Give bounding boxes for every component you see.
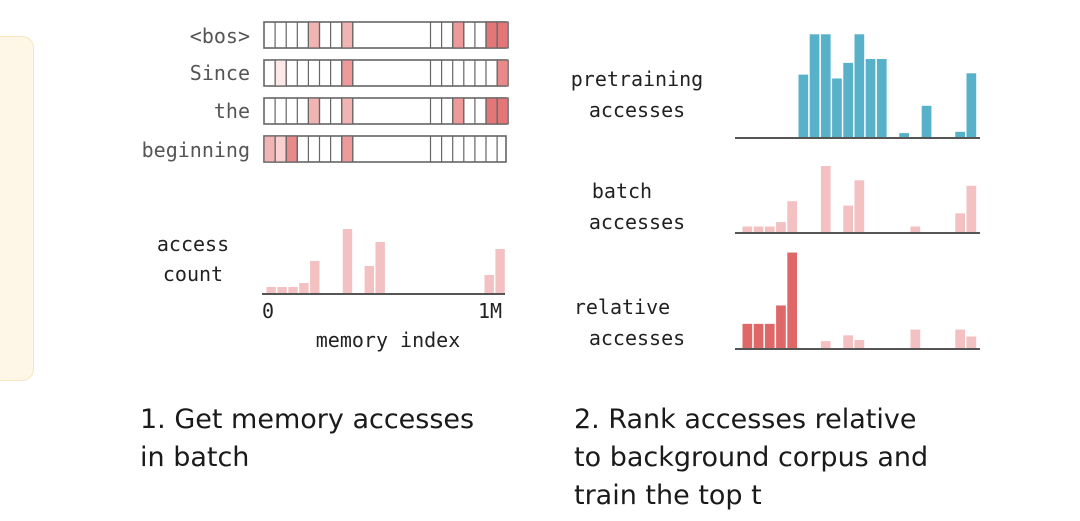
memory-row (263, 21, 509, 49)
bar (955, 213, 965, 232)
bar (843, 335, 853, 348)
memory-cell (496, 97, 509, 125)
bar (375, 242, 385, 293)
bar (484, 275, 494, 293)
bar (910, 226, 921, 232)
batch-accesses-bars (742, 166, 977, 232)
memory-cell (452, 21, 465, 49)
bar (764, 323, 775, 348)
bar (798, 74, 809, 137)
x-axis-title: memory index (316, 328, 461, 352)
bar (876, 59, 887, 137)
bar (787, 252, 797, 348)
bar (966, 336, 977, 348)
memory-row-frame (263, 97, 507, 125)
memory-cell (452, 97, 465, 125)
bar (820, 34, 831, 137)
pretraining-label-line2: accesses (589, 98, 685, 122)
bar (787, 201, 797, 232)
bar (955, 329, 965, 348)
bar (854, 339, 865, 348)
token-label-beginning: beginning (142, 138, 250, 162)
batch-label-line1: batch (592, 179, 652, 203)
caption-step2-line1: 2. Rank accesses relative (574, 404, 916, 435)
bar (910, 329, 921, 348)
memory-cell (341, 21, 354, 49)
bar (310, 261, 320, 293)
x-min-label: 0 (262, 299, 274, 323)
bar (342, 229, 353, 293)
caption-step2-line3: train the top t (574, 480, 762, 511)
bar (764, 226, 775, 232)
bar (288, 287, 298, 293)
bar (277, 287, 287, 293)
bar (854, 180, 865, 232)
memory-cell (263, 135, 276, 163)
token-label-since: Since (190, 61, 250, 85)
access-count-label-line2: count (163, 262, 223, 286)
relative-label-line2: accesses (589, 326, 685, 350)
bar (753, 226, 764, 232)
caption-step1-line1: 1. Get memory accesses (140, 404, 474, 435)
bar (776, 222, 786, 232)
memory-cell (496, 59, 509, 87)
token-label-bos: <bos> (190, 24, 250, 48)
bar (899, 133, 909, 137)
memory-row-frame (263, 59, 507, 87)
pretraining-label-line1: pretraining (571, 67, 703, 91)
memory-cell (341, 135, 354, 163)
bar (843, 205, 853, 232)
memory-row-frame (263, 135, 507, 163)
bar (966, 185, 977, 232)
memory-row (263, 59, 509, 87)
bar (495, 249, 505, 293)
bar (921, 105, 932, 137)
relative-label-line1: relative (574, 295, 670, 319)
token-label-the: the (214, 99, 250, 123)
bar (820, 341, 831, 348)
bar (299, 283, 309, 293)
memory-cell (285, 135, 298, 163)
bar (364, 266, 374, 293)
bar (266, 287, 276, 293)
bar (742, 323, 753, 348)
bar (742, 226, 753, 232)
bar (776, 305, 786, 348)
bar (955, 131, 965, 137)
access-count-bars (266, 229, 505, 293)
memory-cell (307, 97, 321, 125)
caption-step1-line2: in batch (140, 442, 249, 473)
memory-row-frame (263, 21, 507, 49)
memory-cell (485, 21, 498, 49)
bar (753, 323, 764, 348)
access-count-label-line1: access (157, 232, 229, 256)
memory-cell (274, 59, 287, 87)
bar (843, 62, 853, 137)
x-max-label: 1M (478, 299, 502, 323)
bar (966, 73, 977, 137)
memory-rows (263, 21, 509, 163)
memory-row (263, 135, 507, 163)
bar (809, 34, 820, 137)
memory-cell (274, 135, 287, 163)
memory-cell (341, 59, 354, 87)
relative-accesses-bars (742, 252, 977, 348)
batch-label-line2: accesses (589, 210, 685, 234)
memory-cell (485, 97, 498, 125)
bar (865, 59, 876, 137)
memory-cell (341, 97, 354, 125)
memory-cell (307, 21, 321, 49)
bar (832, 78, 842, 137)
side-panel (0, 36, 34, 381)
memory-row (263, 97, 509, 125)
bar (820, 166, 831, 232)
memory-cell (496, 21, 509, 49)
bar (854, 34, 865, 137)
pretraining-accesses-bars (798, 34, 977, 137)
caption-step2-line2: to background corpus and (574, 442, 928, 473)
